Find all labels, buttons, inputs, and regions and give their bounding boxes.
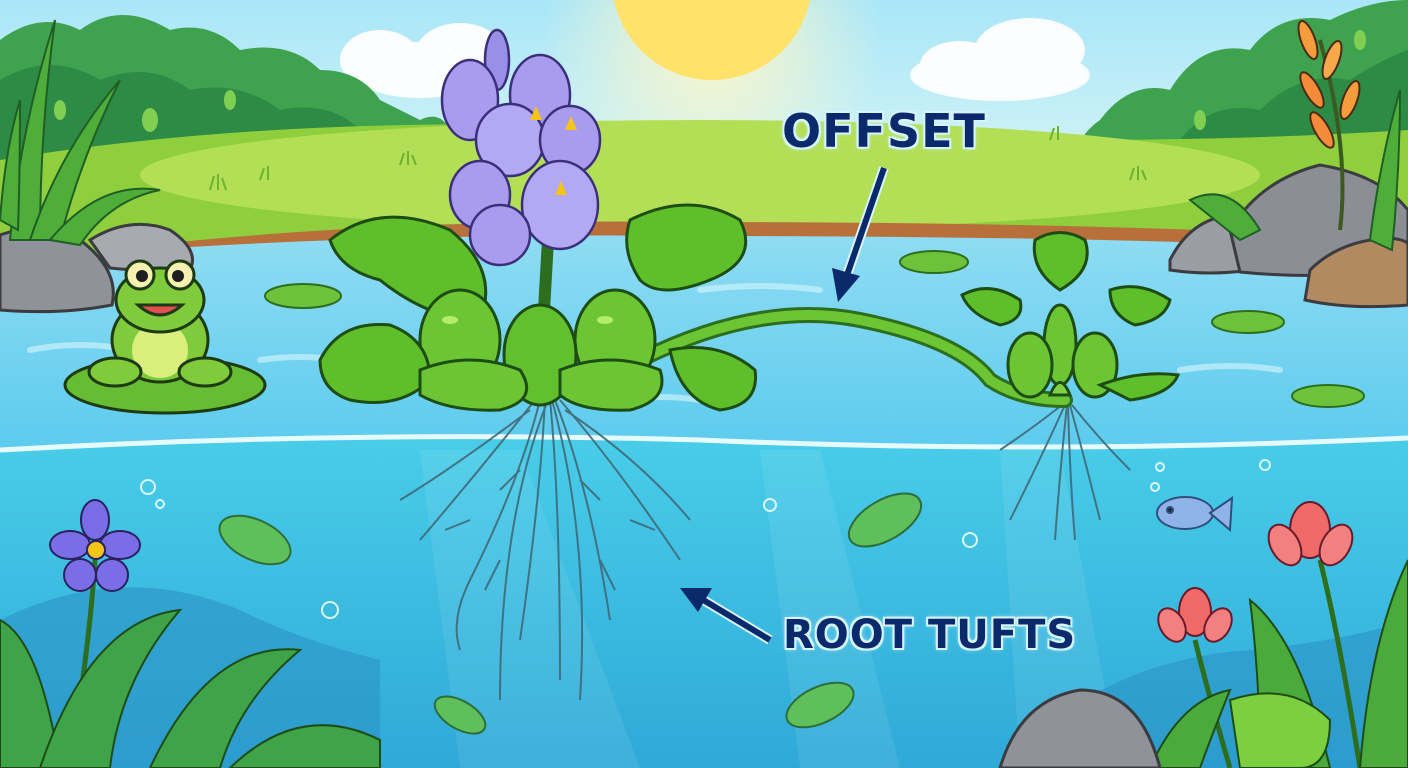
frog-on-lily-pad — [63, 259, 267, 415]
rocks-left — [0, 222, 194, 314]
sun-icon — [614, 0, 810, 80]
root-tufts-main — [399, 399, 691, 701]
reeds-right — [1188, 89, 1401, 252]
reeds-left — [0, 19, 161, 247]
orange-plant — [1297, 20, 1361, 231]
bottom-left-foliage — [0, 608, 381, 768]
pink-flowers — [1157, 501, 1363, 768]
offset-arrow — [832, 166, 889, 302]
floating-leaves — [218, 492, 923, 735]
stolon — [635, 310, 1070, 405]
offset-label: OFFSET — [782, 104, 986, 158]
bottom-right-foliage — [1148, 559, 1408, 768]
root-tufts-offset — [999, 404, 1131, 541]
rock-bottom — [998, 688, 1162, 768]
root-tufts-arrow — [680, 588, 773, 645]
bubbles — [140, 459, 1271, 619]
purple-flower-spike — [440, 28, 602, 267]
lily-pads — [263, 250, 1366, 408]
waterline — [0, 434, 1408, 453]
mother-plant — [318, 203, 758, 412]
offset-plant — [960, 231, 1181, 402]
root-tufts-label: ROOT TUFTS — [783, 612, 1077, 658]
fish-icon — [1156, 496, 1234, 533]
